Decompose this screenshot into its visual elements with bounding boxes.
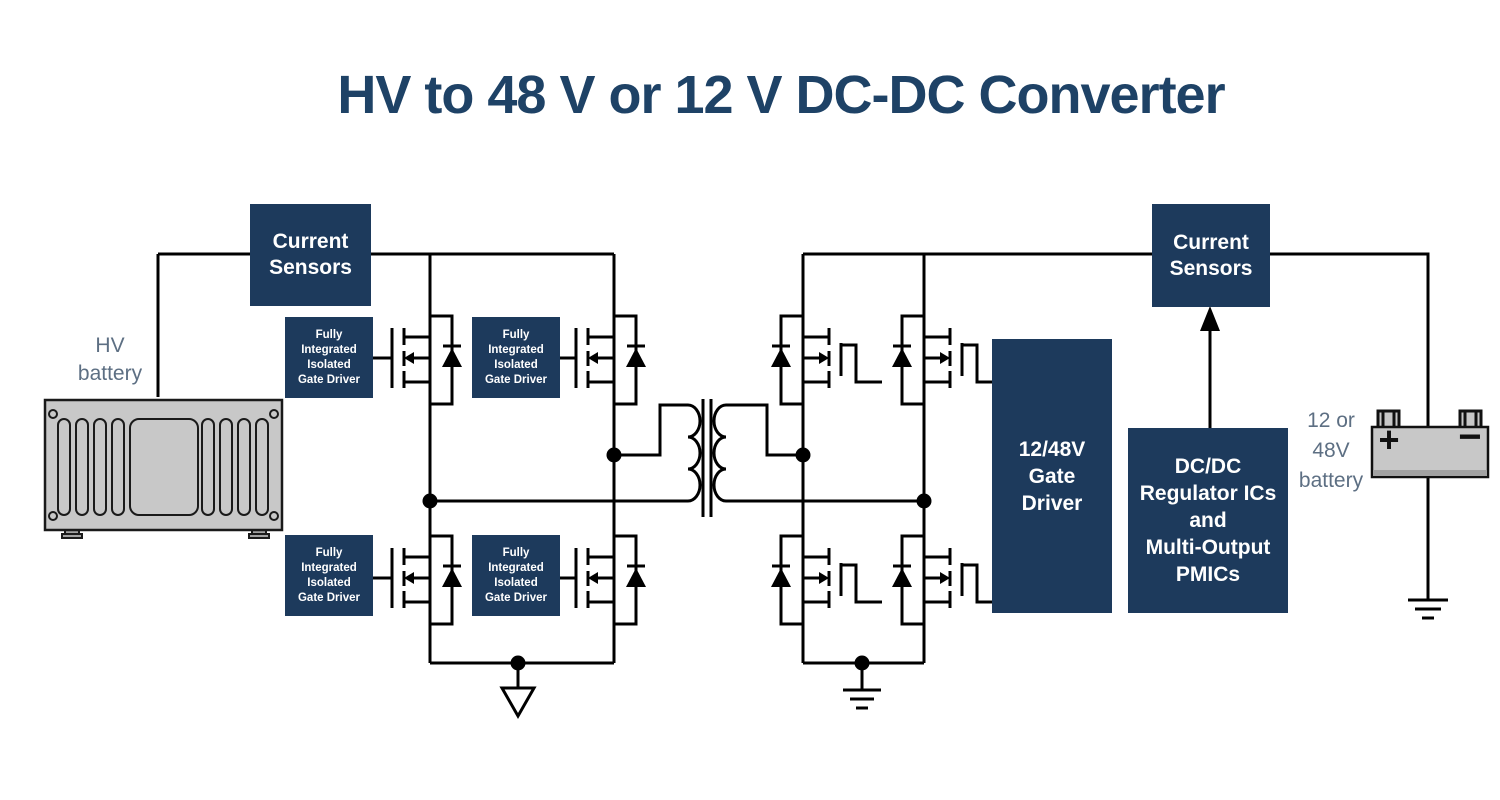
label-line: HV — [95, 334, 125, 357]
box-line: Integrated — [488, 561, 544, 574]
earth-ground-icon — [843, 688, 881, 710]
box-line: DC/DC — [1174, 455, 1242, 478]
current-sensors-box-right: Current Sensors — [1152, 204, 1270, 307]
isolated-gate-driver-box-3: Fully Integrated Isolated Gate Driver — [285, 535, 373, 616]
box-line: PMICs — [1175, 563, 1241, 586]
dcdc-regulator-box: DC/DC Regulator ICs and Multi-Output PMI… — [1128, 428, 1288, 613]
box-line: Integrated — [488, 343, 544, 356]
box-line: and — [1189, 509, 1227, 532]
box-line: Isolated — [494, 576, 538, 589]
box-line: 12/48V — [1018, 437, 1086, 461]
box-line: Current — [272, 230, 349, 253]
output-battery-label: 12 or 48V battery — [1281, 406, 1381, 496]
mosfet-icon — [366, 534, 464, 626]
label-line: 48V — [1312, 439, 1350, 462]
label-line: 12 or — [1307, 409, 1355, 432]
arrow-up-icon — [1200, 306, 1220, 428]
hv-battery-label: HV battery — [58, 332, 162, 388]
mosfet-icon — [366, 314, 464, 406]
isolated-gate-driver-box-1: Fully Integrated Isolated Gate Driver — [285, 317, 373, 398]
node-dots — [422, 447, 932, 671]
battery-minus-sign: − — [1458, 415, 1481, 459]
box-line: Fully — [315, 328, 343, 341]
box-line: Multi-Output — [1145, 536, 1271, 559]
box-line: Regulator ICs — [1139, 482, 1277, 505]
transformer-icon — [687, 399, 727, 517]
mosfet-icon — [769, 314, 884, 406]
isolated-gate-driver-box-4: Fully Integrated Isolated Gate Driver — [472, 535, 560, 616]
mosfet-icon — [890, 534, 1005, 626]
box-line: Current — [1173, 230, 1249, 254]
label-line: battery — [1298, 469, 1364, 492]
box-line: Gate Driver — [484, 373, 547, 386]
box-line: Isolated — [307, 576, 351, 589]
label-line: battery — [77, 362, 143, 385]
box-line: Sensors — [269, 256, 352, 279]
isolated-gate-driver-box-2: Fully Integrated Isolated Gate Driver — [472, 317, 560, 398]
page-title: HV to 48 V or 12 V DC-DC Converter — [337, 65, 1225, 125]
box-line: Gate Driver — [297, 591, 360, 604]
box-line: Integrated — [301, 561, 357, 574]
chassis-ground-icon — [499, 686, 537, 720]
current-sensors-box-left: Current Sensors — [250, 204, 371, 306]
car-battery-icon: + − — [1370, 409, 1490, 479]
battery-plus-sign: + — [1378, 419, 1399, 460]
mosfet-icon — [550, 534, 648, 626]
gate-driver-1248-box: 12/48V Gate Driver — [992, 339, 1112, 613]
box-line: Gate Driver — [484, 591, 547, 604]
mosfet-icon — [769, 534, 884, 626]
box-line: Fully — [315, 546, 343, 559]
mosfet-icon — [550, 314, 648, 406]
box-line: Gate Driver — [297, 373, 360, 386]
box-line: Gate — [1028, 464, 1076, 488]
box-line: Fully — [502, 328, 530, 341]
box-line: Driver — [1021, 491, 1083, 515]
box-line: Isolated — [494, 358, 538, 371]
mosfet-icon — [890, 314, 1005, 406]
box-line: Isolated — [307, 358, 351, 371]
box-line: Sensors — [1169, 256, 1253, 280]
battery-pack-icon — [43, 398, 284, 539]
box-line: Integrated — [301, 343, 357, 356]
earth-ground-icon — [1408, 598, 1448, 620]
box-line: Fully — [502, 546, 530, 559]
